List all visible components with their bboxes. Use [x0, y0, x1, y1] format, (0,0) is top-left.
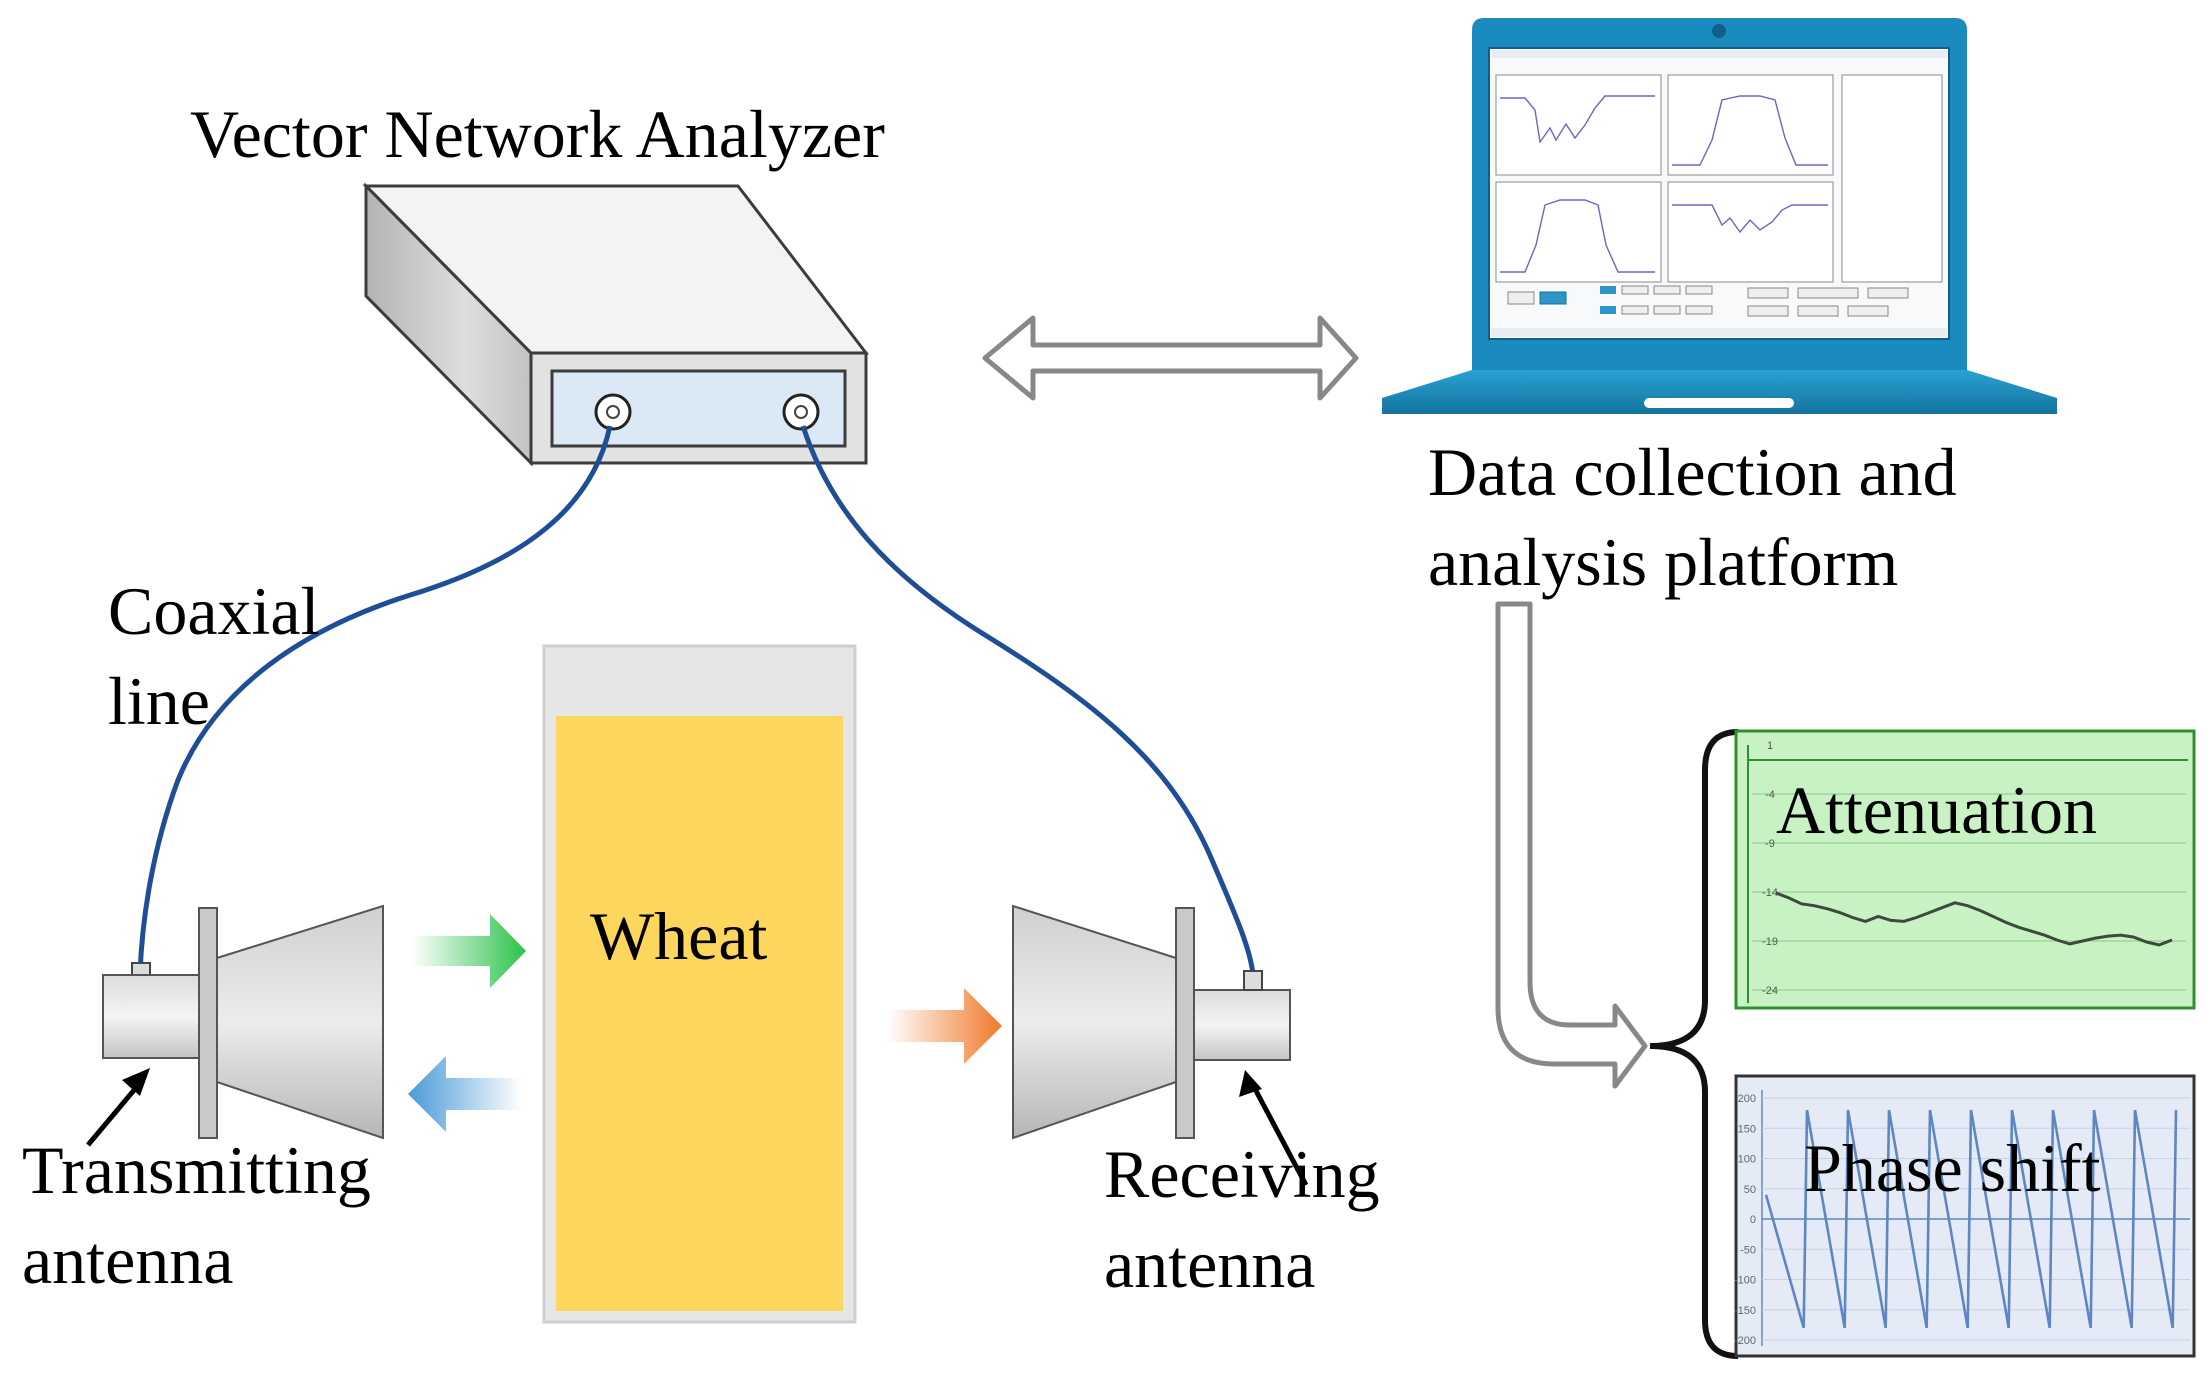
attenuation-gridlines: [1752, 793, 2186, 991]
platform-label-line1: Data collection and: [1428, 434, 1957, 510]
phase-shift-title: Phase shift: [1804, 1130, 2101, 1206]
phase-shift-tick-label: -100: [1734, 1275, 1756, 1287]
phase-shift-panel: 200 150 100 50 0 -50 -100 -150 -200: [1734, 1074, 2196, 1358]
phase-shift-tick-labels: 200 150 100 50 0 -50 -100 -150 -200: [1734, 1093, 1756, 1347]
tx-flange: [198, 907, 218, 1139]
tx-pointer-arrow: [86, 1068, 150, 1147]
phase-shift-tick-label: 0: [1750, 1214, 1756, 1226]
attenuation-tick-labels: 1 -4 -9 -14 -19 -24: [1762, 740, 1778, 997]
attenuation-tick-label: 1: [1767, 740, 1773, 752]
attenuation-tick-label: -19: [1762, 936, 1778, 948]
wheat-container: [542, 644, 857, 1324]
phase-shift-gridlines: [1762, 1097, 2190, 1341]
flow-arrow-platform-to-results: [1495, 601, 1648, 1089]
rx-flange: [1175, 907, 1195, 1139]
attenuation-tick-label: -24: [1762, 985, 1778, 997]
phase-shift-tick-label: -50: [1740, 1244, 1756, 1256]
phase-shift-tick-label: 50: [1744, 1184, 1756, 1196]
incident-wave-arrow: [412, 914, 526, 988]
phase-shift-tick-label: 200: [1738, 1093, 1756, 1105]
rx-connector: [1243, 970, 1263, 991]
phase-shift-tick-label: 100: [1738, 1154, 1756, 1166]
receiving-label-line2: antenna: [1104, 1226, 1316, 1302]
double-arrow-vna-laptop: [982, 315, 1359, 401]
rx-pointer-arrow: [1239, 1070, 1309, 1187]
receiving-label-line1: Receiving: [1104, 1136, 1380, 1212]
transmitting-label-line2: antenna: [22, 1222, 234, 1298]
attenuation-panel: 1 -4 -9 -14 -19 -24: [1734, 729, 2196, 1010]
phase-shift-tick-label: -150: [1734, 1305, 1756, 1317]
screen-software-window: [1491, 50, 1947, 337]
tx-horn: [216, 904, 384, 1140]
transmitting-label-line1: Transmitting: [22, 1132, 371, 1208]
platform-label-line2: analysis platform: [1428, 524, 1899, 600]
receiving-antenna: [1012, 904, 1291, 1140]
wheat-sample: [556, 716, 843, 1311]
rx-horn: [1012, 904, 1177, 1140]
vna-port-2-core: [794, 405, 808, 419]
attenuation-panel-background: [1734, 729, 2196, 1010]
transmitting-antenna: [102, 904, 384, 1140]
laptop-base: [1382, 370, 2057, 414]
reflected-wave-arrow: [408, 1056, 522, 1132]
attenuation-series-line: [1775, 891, 2173, 947]
attenuation-tick-label: -14: [1762, 887, 1778, 899]
laptop: [1382, 18, 2057, 414]
attenuation-tick-label: -4: [1765, 789, 1775, 801]
wheat-label: Wheat: [590, 898, 768, 974]
tx-waveguide: [102, 974, 200, 1059]
vna-port-1-core: [606, 405, 620, 419]
coaxial-label-line2: line: [108, 663, 210, 739]
coaxial-label-line1: Coaxial: [108, 573, 320, 649]
coaxial-cable-rx: [800, 425, 1256, 975]
rx-waveguide: [1193, 989, 1291, 1061]
attenuation-tick-label: -9: [1765, 838, 1775, 850]
laptop-trackpad-notch: [1644, 398, 1794, 408]
transmitted-wave-arrow: [888, 988, 1002, 1064]
laptop-camera: [1712, 24, 1726, 38]
phase-shift-series-line: [1764, 1109, 2178, 1329]
attenuation-title: Attenuation: [1776, 772, 2098, 848]
vna-device: [362, 182, 870, 467]
phase-shift-tick-label: 150: [1738, 1123, 1756, 1135]
results-brace: [1649, 729, 1739, 1359]
vna-label: Vector Network Analyzer: [190, 96, 885, 172]
coaxial-cable-tx: [137, 425, 613, 975]
phase-shift-tick-label: -200: [1734, 1335, 1756, 1347]
